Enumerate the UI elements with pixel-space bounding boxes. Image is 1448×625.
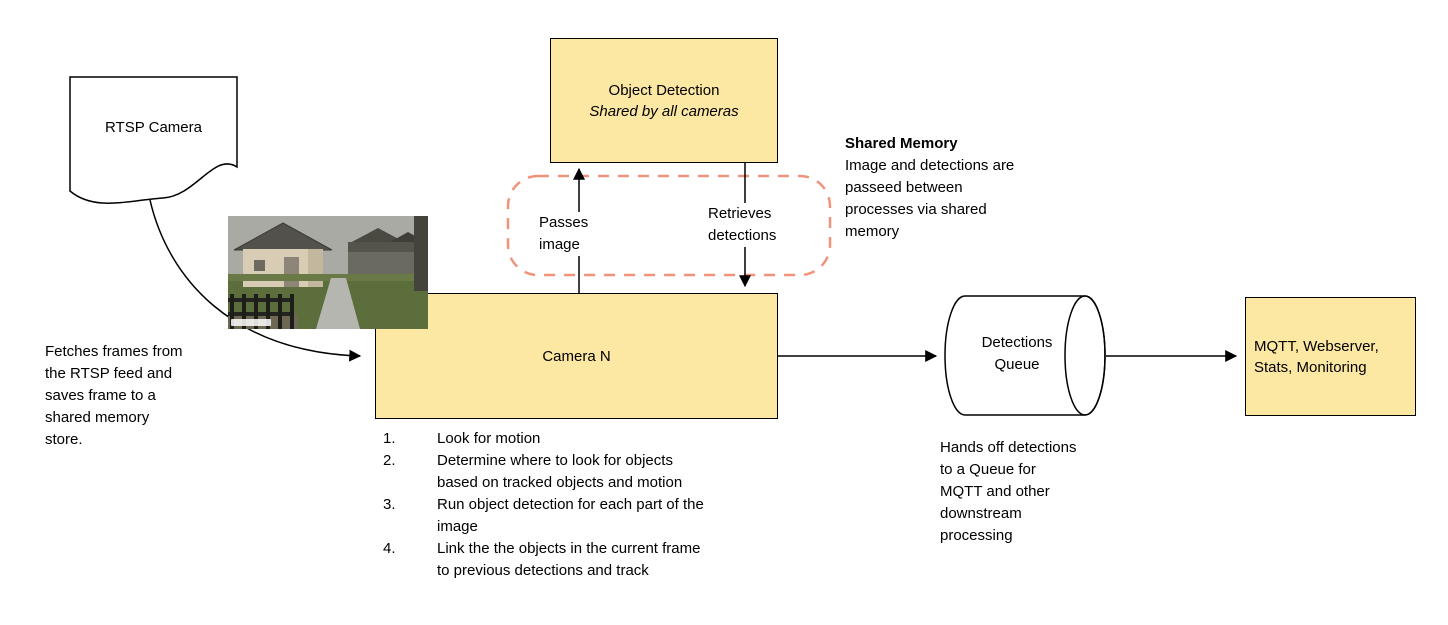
fetch-note-line: store.	[45, 431, 83, 448]
mqtt-node-line: MQTT, Webserver,	[1254, 337, 1379, 355]
rtsp-camera-document-shape	[69, 76, 238, 204]
step-text: Run object detection for each part of th…	[437, 496, 704, 513]
queue-note-line: to a Queue for	[940, 461, 1036, 478]
shared-memory-title: Shared Memory	[845, 135, 958, 152]
retrieves-detections-line: detections	[708, 227, 777, 244]
shared-memory-note: Shared Memory Image and detections are p…	[845, 133, 1060, 243]
shared-memory-line: Image and detections are	[845, 157, 1015, 174]
detections-queue-line: Detections	[981, 334, 1053, 351]
retrieves-detections-label: Retrieves detections	[706, 203, 779, 247]
step-number: 1.	[383, 430, 396, 447]
queue-note: Hands off detections to a Queue for MQTT…	[940, 437, 1125, 547]
camera-snapshot-art	[228, 216, 433, 329]
step-text: based on tracked objects and motion	[437, 474, 683, 491]
queue-note-line: Hands off detections	[940, 439, 1077, 456]
fetch-note-line: saves frame to a	[45, 387, 156, 404]
step-text: Link the the objects in the current fram…	[437, 540, 701, 557]
step-text: to previous detections and track	[437, 562, 649, 579]
step-text: Determine where to look for objects	[437, 452, 673, 469]
shared-memory-line: processes via shared	[845, 201, 987, 218]
step-number: 4.	[383, 540, 396, 557]
rtsp-camera-label: RTSP Camera	[105, 119, 202, 136]
step-text: Look for motion	[437, 430, 541, 447]
fetch-note-line: Fetches frames from	[45, 343, 183, 360]
step-number: 3.	[383, 496, 396, 513]
passes-image-line: Passes	[539, 214, 589, 231]
detections-queue-line: Queue	[994, 356, 1040, 373]
camera-n-node: Camera N	[375, 293, 778, 419]
camera-n-label: Camera N	[542, 347, 611, 365]
shared-memory-line: passeed between	[845, 179, 963, 196]
fetch-note-line: shared memory	[45, 409, 150, 426]
list-item: 2. Determine where to look for objects b…	[383, 450, 803, 494]
fetch-note: Fetches frames from the RTSP feed and sa…	[45, 341, 230, 451]
retrieves-detections-line: Retrieves	[708, 205, 772, 222]
step-number: 2.	[383, 452, 396, 469]
object-detection-subtitle: Shared by all cameras	[589, 102, 739, 120]
object-detection-node: Object Detection Shared by all cameras	[550, 38, 778, 163]
step-text: image	[437, 518, 478, 535]
object-detection-title: Object Detection	[608, 81, 720, 99]
mqtt-node-line: Stats, Monitoring	[1254, 358, 1367, 376]
detections-queue-label: Detections Queue	[947, 332, 1087, 376]
camera-n-steps-list: 1. Look for motion 2. Determine where to…	[383, 428, 803, 582]
list-item: 3. Run object detection for each part of…	[383, 494, 803, 538]
list-item: 4. Link the the objects in the current f…	[383, 538, 803, 582]
passes-image-line: image	[539, 236, 580, 253]
queue-note-line: processing	[940, 527, 1013, 544]
camera-snapshot-image	[228, 216, 433, 329]
mqtt-webserver-node: MQTT, Webserver, Stats, Monitoring	[1245, 297, 1416, 416]
list-item: 1. Look for motion	[383, 428, 803, 450]
queue-note-line: downstream	[940, 505, 1022, 522]
shared-memory-line: memory	[845, 223, 900, 240]
passes-image-label: Passes image	[537, 212, 591, 256]
fetch-note-line: the RTSP feed and	[45, 365, 173, 382]
queue-note-line: MQTT and other	[940, 483, 1050, 500]
